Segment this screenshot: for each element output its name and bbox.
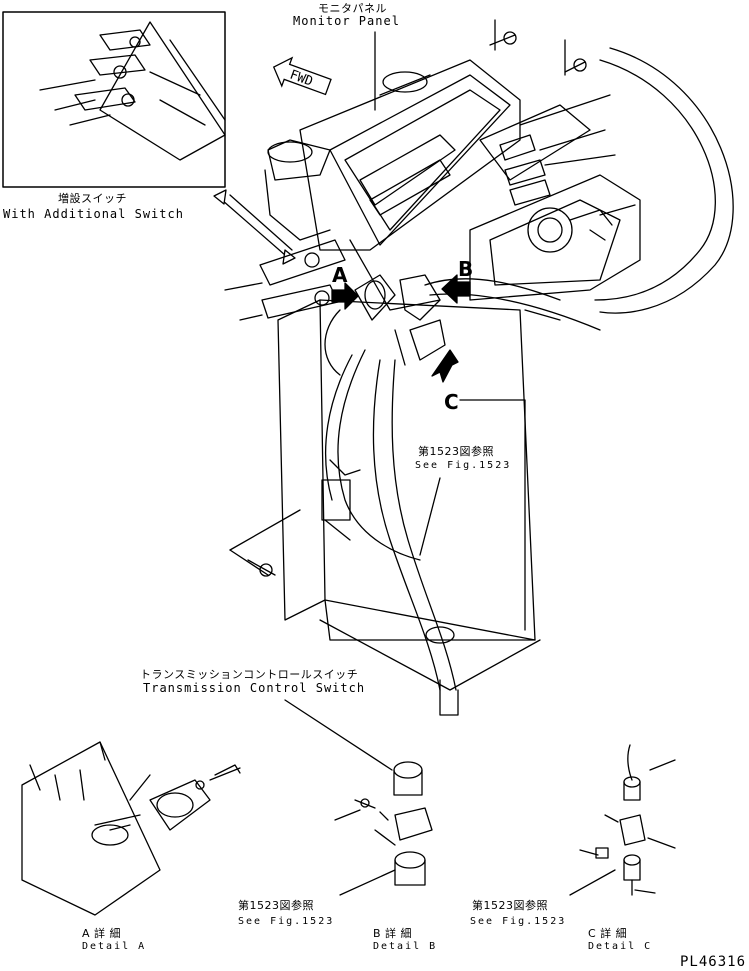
additional-switch-jp: 増設スイッチ — [58, 192, 127, 205]
wire-harness — [321, 278, 601, 691]
label-c: C — [444, 390, 459, 414]
inset-pointer-arrow — [213, 189, 296, 265]
detail-b-en: Detail B — [373, 941, 438, 952]
fwd-arrow-tag: FWD — [272, 56, 332, 96]
see-fig-jp-b: 第1523図参照 — [238, 899, 314, 912]
transmission-control-switch-en: Transmission Control Switch — [143, 681, 366, 695]
detail-a-drawing — [21, 741, 241, 916]
monitor-panel-jp: モニタパネル — [318, 2, 387, 15]
detail-a-jp: A 詳 細 — [82, 927, 122, 940]
detail-c-jp: C 詳 細 — [588, 927, 628, 940]
detail-a-en: Detail A — [82, 941, 147, 952]
part-number: PL46316 — [680, 954, 747, 970]
see-fig-en-main: See Fig.1523 — [415, 460, 512, 471]
hose — [594, 47, 734, 314]
label-a: A — [332, 263, 348, 287]
leader-lines — [229, 19, 636, 896]
monitor-panel-en: Monitor Panel — [293, 14, 400, 28]
arrow-b[interactable] — [441, 274, 471, 304]
see-fig-en-b: See Fig.1523 — [238, 916, 335, 927]
see-fig-jp-main: 第1523図参照 — [418, 445, 494, 458]
detail-b-jp: B 詳 細 — [373, 927, 413, 940]
transmission-control-switch-jp: トランスミッションコントロールスイッチ — [140, 668, 359, 681]
inset-additional-switch — [2, 11, 226, 188]
view-arrows[interactable] — [331, 274, 471, 383]
see-fig-jp-c: 第1523図参照 — [472, 899, 548, 912]
see-fig-en-c: See Fig.1523 — [470, 916, 567, 927]
detail-c-drawing — [579, 744, 676, 896]
arrow-c[interactable] — [431, 349, 459, 383]
console-body — [264, 59, 641, 716]
additional-switch-en: With Additional Switch — [3, 207, 184, 221]
label-b: B — [458, 257, 474, 281]
fwd-text: FWD — [288, 68, 315, 90]
detail-c-en: Detail C — [588, 941, 653, 952]
arrow-a[interactable] — [331, 282, 359, 310]
switch-cluster — [354, 274, 446, 366]
detail-b-drawing — [334, 761, 433, 886]
